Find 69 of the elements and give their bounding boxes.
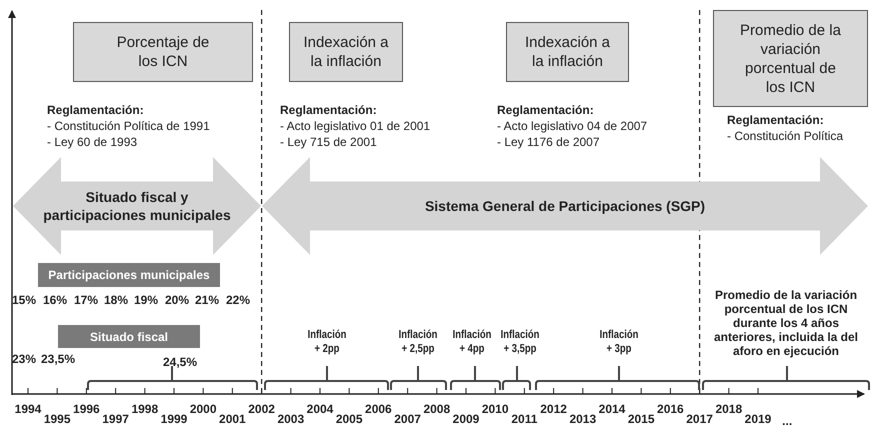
year-label: 2013 (569, 412, 596, 426)
year-label: 2000 (190, 402, 217, 416)
double-arrow-band (13, 157, 261, 255)
rate-note: Inflación + 2pp (306, 328, 348, 356)
regulation-item: - Acto legislativo 01 de 2001 (280, 119, 430, 133)
regulation-item: - Constitución Política de 1991 (47, 119, 210, 133)
double-arrow-band (262, 157, 868, 255)
year-label: 2008 (423, 402, 450, 416)
regulation-heading: Reglamentación: (280, 103, 377, 117)
year-label: 1998 (131, 402, 158, 416)
year-label: 1997 (102, 412, 129, 426)
year-label: 2016 (657, 402, 684, 416)
box-title: Porcentaje de los ICN (116, 33, 210, 71)
percentage-value: 16% (42, 293, 68, 307)
percentage-value: 22% (226, 293, 250, 307)
rate-note: Promedio de la variación porcentual de los ICN durante los 4 años anteriores, incluida la del aforo en ejecución (712, 288, 860, 358)
regulation-item: - Ley 715 de 2001 (280, 135, 377, 149)
process-box (73, 22, 253, 82)
percentage-value: 18% (104, 293, 128, 307)
category-bar: Participaciones municipales (38, 263, 220, 287)
box-title: Indexación a la inflación (524, 33, 612, 71)
regulation-heading: Reglamentación: (497, 103, 594, 117)
box-title: Indexación a la inflación (302, 33, 390, 71)
year-label: 2002 (248, 402, 275, 416)
percentage-value: 19% (134, 293, 158, 307)
percentage-value: 20% (164, 293, 190, 307)
process-box (289, 22, 403, 82)
percentage-value: 23,5% (40, 352, 76, 366)
year-label: 2012 (540, 402, 567, 416)
year-label: 2011 (511, 412, 538, 426)
year-label: 2018 (715, 402, 742, 416)
regulation-item: - Ley 1176 de 2007 (497, 135, 600, 149)
year-label: 2007 (394, 412, 421, 426)
percentage-value: 15% (12, 293, 36, 307)
regulation-item: - Ley 60 de 1993 (47, 135, 138, 149)
band-label: Sistema General de Participaciones (SGP) (424, 197, 706, 215)
process-box (506, 22, 629, 82)
band-label: Situado fiscal y participaciones municipales (42, 188, 232, 224)
percentage-value: 23% (12, 352, 36, 366)
year-label: 2004 (306, 402, 334, 416)
rate-note: Inflación + 3pp (598, 328, 640, 356)
regulation-item: - Acto legislativo 04 de 2007 (497, 119, 648, 133)
box-title: Promedio de la variación porcentual de los ICN (739, 20, 842, 96)
regulation-heading: Reglamentación: (47, 103, 144, 117)
ellipsis: ... (782, 414, 792, 428)
year-label: 1996 (73, 402, 100, 416)
percentage-value: 17% (74, 293, 98, 307)
year-label: 1995 (44, 412, 71, 426)
year-label: 2001 (219, 412, 246, 426)
year-label: 2017 (686, 412, 713, 426)
category-bar: Situado fiscal (58, 325, 200, 348)
year-label: 2006 (365, 402, 392, 416)
regulation-item: - Constitución Política (727, 129, 844, 143)
year-label: 1999 (160, 412, 188, 426)
regulation-heading: Reglamentación: (727, 113, 824, 127)
year-label: 2010 (482, 402, 509, 416)
year-label: 2005 (336, 412, 363, 426)
rate-note: Inflación + 2,5pp (398, 328, 438, 356)
year-label: 2009 (452, 412, 480, 426)
process-box (713, 10, 868, 107)
year-label: 2003 (277, 412, 304, 426)
percentage-value: 21% (194, 293, 220, 307)
percentage-value: 24,5% (162, 355, 198, 369)
year-label: 2014 (598, 402, 626, 416)
year-label: 1994 (14, 402, 42, 416)
rate-note: Inflación + 3,5pp (500, 328, 540, 356)
year-label: 2019 (744, 412, 772, 426)
rate-note: Inflación + 4pp (452, 328, 492, 356)
year-label: 2015 (628, 412, 655, 426)
